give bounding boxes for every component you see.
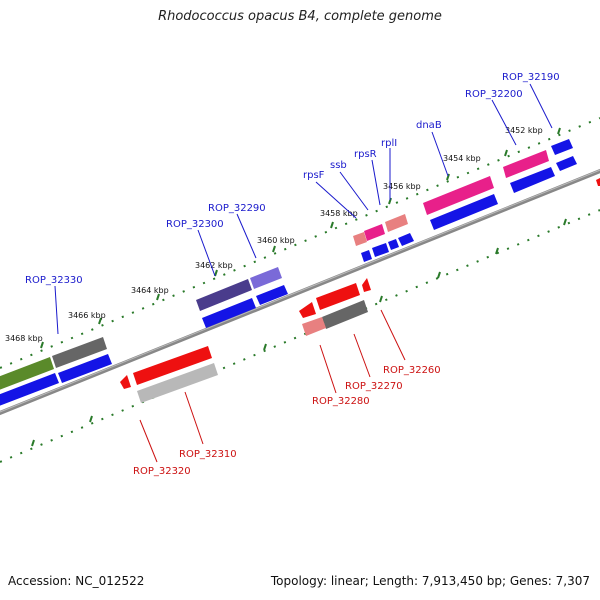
- gene-label[interactable]: ROP_32190: [502, 72, 560, 83]
- gene-bar: [120, 375, 131, 389]
- gene-label[interactable]: rplI: [381, 138, 397, 149]
- kbp-label: 3460 kbp: [257, 236, 295, 245]
- reverse-genes: [120, 178, 600, 403]
- forward-genes: [0, 139, 577, 406]
- gene-label[interactable]: dnaB: [416, 120, 442, 131]
- topology-text: Topology: linear; Length: 7,913,450 bp; …: [270, 574, 590, 588]
- gene-bar: [0, 357, 54, 390]
- gene-bar: [299, 302, 316, 318]
- cds-bar: [388, 239, 399, 250]
- gene-label[interactable]: ROP_32300: [166, 219, 224, 230]
- gene-bar: [423, 176, 494, 215]
- gene-label[interactable]: ROP_32200: [465, 89, 523, 100]
- gene-bar: [385, 214, 408, 232]
- gene-label[interactable]: ROP_32290: [208, 203, 266, 214]
- gene-bar: [133, 346, 212, 385]
- gene-label[interactable]: ROP_32270: [345, 381, 403, 392]
- kbp-label: 3468 kbp: [5, 334, 43, 343]
- accession-text: Accession: NC_012522: [8, 574, 145, 588]
- genome-backbone: [0, 168, 600, 416]
- kbp-label: 3466 kbp: [68, 311, 106, 320]
- major-ticks: [31, 127, 567, 447]
- gene-label[interactable]: ssb: [330, 160, 347, 171]
- gene-bar: [302, 317, 326, 336]
- map-title: Rhodococcus opacus B4, complete genome: [158, 9, 442, 24]
- cds-bar: [58, 354, 112, 383]
- gene-bar: [196, 279, 252, 311]
- gene-bar: [353, 232, 367, 246]
- cds-bar: [556, 156, 577, 171]
- kbp-label: 3464 kbp: [131, 286, 169, 295]
- gene-bar: [503, 150, 549, 178]
- cds-bar: [510, 167, 555, 193]
- cds-bar: [256, 285, 288, 305]
- gene-label[interactable]: ROP_32330: [25, 275, 83, 286]
- gene-bar: [137, 363, 218, 403]
- cds-bar: [202, 298, 256, 328]
- gene-label[interactable]: ROP_32260: [383, 365, 441, 376]
- reverse-tick-row: [0, 209, 600, 463]
- cds-bar: [398, 233, 414, 246]
- gene-bar: [362, 278, 371, 292]
- gene-label[interactable]: ROP_32280: [312, 396, 370, 407]
- gene-bar: [322, 300, 368, 329]
- gene-label[interactable]: ROP_32320: [133, 466, 191, 477]
- gene-label[interactable]: ROP_32310: [179, 449, 237, 460]
- cds-bar: [372, 243, 389, 257]
- kbp-label: 3456 kbp: [383, 182, 421, 191]
- cds-bar: [0, 373, 59, 406]
- gene-bar: [364, 224, 385, 241]
- gene-bar: [316, 283, 360, 310]
- cds-bar: [361, 250, 372, 262]
- kbp-label: 3462 kbp: [195, 261, 233, 270]
- gene-bar: [250, 267, 282, 289]
- kbp-label: 3454 kbp: [443, 154, 481, 163]
- gene-label[interactable]: rpsF: [303, 170, 325, 181]
- kbp-label: 3452 kbp: [505, 126, 543, 135]
- gene-bar: [596, 178, 600, 186]
- gene-bar: [52, 337, 107, 368]
- gene-label[interactable]: rpsR: [354, 149, 377, 160]
- forward-tick-row: [0, 117, 600, 369]
- cds-bar: [430, 194, 498, 230]
- gene-bar: [551, 139, 573, 155]
- kbp-label: 3458 kbp: [320, 209, 358, 218]
